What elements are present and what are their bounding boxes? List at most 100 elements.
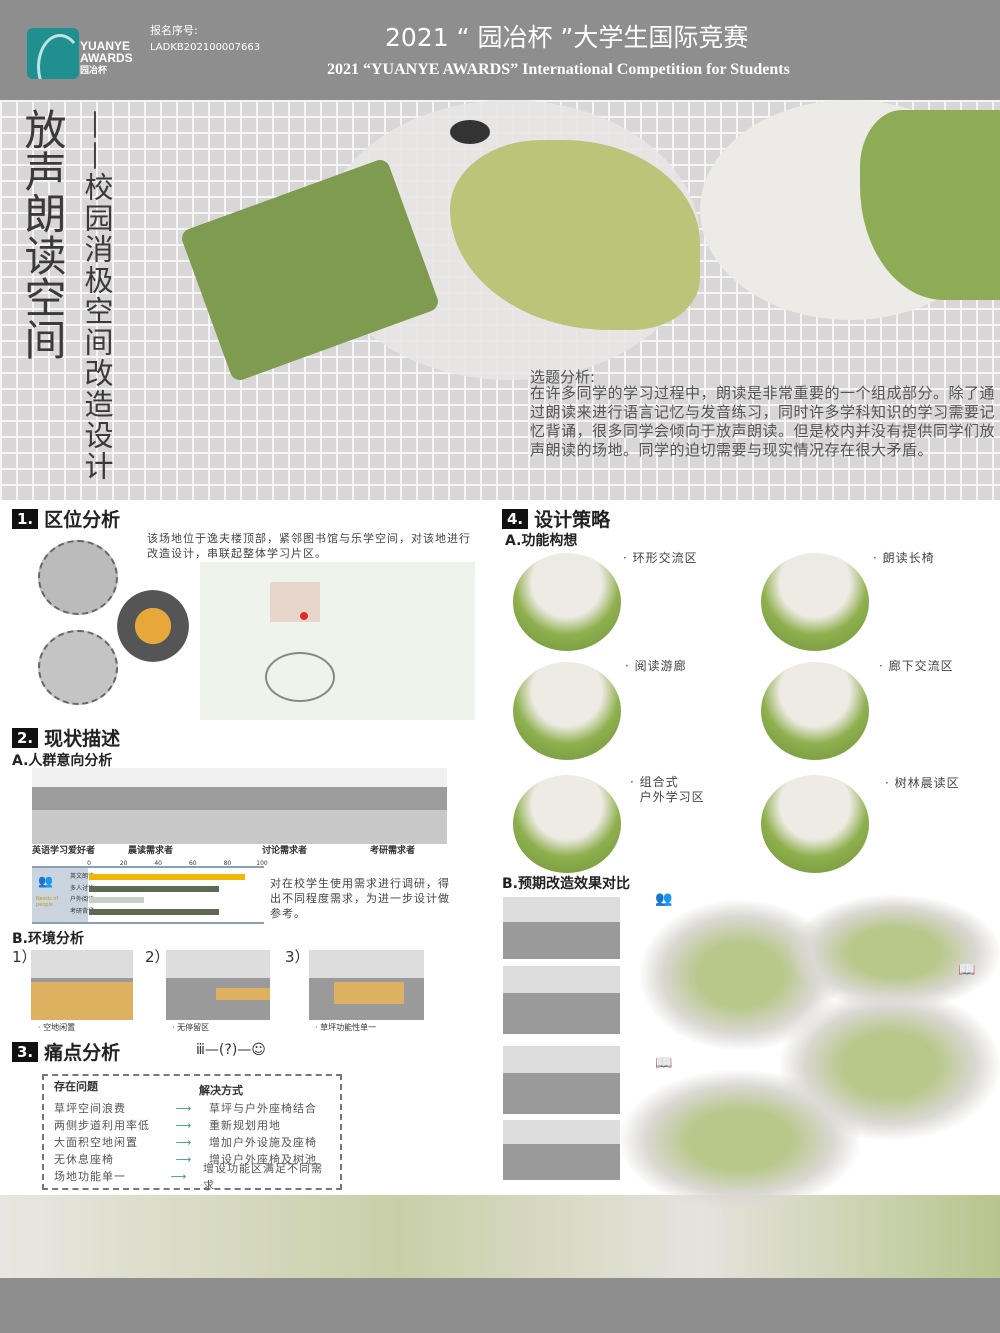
env-photo-2	[166, 950, 270, 1020]
x-tick-label: 20	[119, 860, 128, 867]
category-label: 英文朗读	[70, 873, 95, 880]
env-label: · 草坪功能性单一	[315, 1023, 377, 1032]
arrow-icon: ⟶	[170, 1170, 188, 1183]
function-concept-heading: A.功能构想	[505, 533, 578, 549]
chart-side-label: Needs of people	[36, 896, 59, 908]
section-3-heading: 3.痛点分析	[12, 1038, 120, 1065]
env-number: 2）	[145, 948, 170, 966]
function-label: · 环形交流区	[623, 551, 698, 565]
pain-point-row: 大面积空地闲置 ⟶ 增加户外设施及座椅	[54, 1134, 330, 1151]
x-tick-label: 80	[223, 860, 232, 867]
logo-text: AWARDS	[80, 51, 133, 65]
footer-band	[0, 1278, 1000, 1333]
function-render	[761, 553, 869, 651]
tree-pit	[450, 120, 490, 144]
arrow-icon: ⟶	[175, 1136, 193, 1149]
solutions-header: 解决方式	[199, 1084, 243, 1097]
yuanye-logo	[27, 28, 79, 79]
crowd-collage	[32, 768, 447, 844]
section-title: 设计策略	[534, 509, 611, 531]
chart-side-panel	[32, 868, 88, 922]
section-1-heading: 1.区位分析	[12, 505, 120, 532]
group-label: 考研需求者	[370, 846, 416, 856]
solution-text: 增设功能区满足不同需求	[203, 1161, 324, 1192]
x-tick-label: 0	[87, 860, 91, 867]
arrow-icon: ⟶	[175, 1102, 193, 1115]
function-label: · 阅读游廊	[625, 659, 687, 673]
title-en: 2021 “YUANYE AWARDS” International Compe…	[327, 61, 790, 78]
x-tick-label: 60	[188, 860, 197, 867]
site-outline	[265, 652, 335, 702]
bar-多人讨论	[89, 885, 219, 892]
title-cn: 2021 “ 园冶杯 ”大学生国际竞赛	[385, 23, 749, 52]
location-text: 该场地位于逸夫楼顶部，紧邻图书馆与乐学空间，对该地进行改造设计，串联起整体学习片…	[147, 532, 471, 560]
pain-point-row: 草坪空间浪费 ⟶ 草坪与户外座椅结合	[54, 1100, 330, 1117]
location-map	[200, 562, 475, 720]
site-plan-circle	[117, 590, 189, 662]
env-label: · 空地闲置	[38, 1023, 76, 1032]
function-render	[513, 662, 621, 760]
function-label: · 朗读长椅	[873, 551, 935, 565]
logo-text: 园冶杯	[80, 65, 108, 75]
function-render	[513, 553, 621, 651]
env-number: 1）	[12, 948, 37, 966]
bar-户外阅读	[89, 897, 145, 903]
analysis-text: 在许多同学的学习过程中，朗读是非常重要的一个组成部分。除了通过朗读来进行语言记忆…	[530, 384, 996, 459]
before-photo	[503, 1046, 620, 1114]
group-label: 讨论需求者	[262, 846, 308, 856]
section-number: 3.	[12, 1041, 39, 1062]
function-label: · 树林晨读区	[885, 776, 960, 790]
x-tick-label: 40	[154, 860, 163, 867]
category-label: 多人讨论	[70, 884, 95, 892]
function-render	[761, 775, 869, 873]
environment-analysis-heading: B.环境分析	[12, 931, 84, 947]
function-render	[761, 662, 869, 760]
env-number: 3）	[285, 948, 310, 966]
before-photo	[503, 1120, 620, 1180]
reading-person-icon: 📖	[958, 962, 976, 978]
arrow-icon: ⟶	[175, 1153, 193, 1166]
function-label: · 组合式 户外学习区	[630, 775, 705, 804]
problem-text: 大面积空地闲置	[54, 1136, 138, 1149]
study-person-icon: 📖	[655, 1055, 673, 1071]
project-subtitle: ——校园消极空间改造设计	[80, 110, 114, 482]
function-render	[513, 775, 621, 873]
category-label: 考研背诵	[70, 907, 95, 915]
bar-考研背诵	[89, 908, 219, 915]
section-number: 2.	[12, 727, 39, 748]
solution-text: 增设户外座椅及树池	[209, 1153, 317, 1166]
section-title: 现状描述	[44, 728, 121, 750]
thinking-bubble-icon: ⅲ—(?)—☺	[196, 1042, 266, 1058]
pain-point-row: 无休息座椅 ⟶ 增设户外座椅及树池	[54, 1151, 330, 1168]
library-block	[270, 582, 320, 622]
problem-text: 场地功能单一	[54, 1170, 126, 1183]
group-label: 英语学习爱好者	[32, 846, 96, 856]
section-number: 4.	[502, 508, 529, 529]
hero-rendering: 放声朗读空间 ——校园消极空间改造设计 选题分析: 在许多同学的学习过程中，朗读…	[0, 100, 1000, 500]
pain-point-table: 存在问题解决方式 草坪空间浪费⟶草坪与户外座椅结合两侧步道利用率低⟶重新规划用地…	[42, 1074, 342, 1192]
category-label: 户外阅读	[70, 896, 95, 903]
section-title: 区位分析	[44, 509, 121, 531]
function-label: · 廊下交流区	[879, 659, 954, 673]
effect-comparison-heading: B.预期改造效果对比	[502, 876, 630, 892]
section-title: 痛点分析	[44, 1042, 121, 1064]
campus-map-circle	[38, 540, 118, 615]
solution-text: 草坪与户外座椅结合	[209, 1102, 317, 1115]
after-render	[620, 1070, 860, 1210]
project-title: 放声朗读空间	[18, 108, 67, 360]
analysis-title: 选题分析:	[530, 368, 596, 386]
problem-text: 无休息座椅	[54, 1153, 114, 1166]
before-photo	[503, 966, 620, 1034]
people-icons: 👥	[655, 891, 673, 907]
header: YUANYE AWARDS 园冶杯 报名序号: LADKB20210000766…	[0, 0, 1000, 100]
arrow-icon: ⟶	[175, 1119, 193, 1132]
problem-text: 两侧步道利用率低	[54, 1119, 150, 1132]
registration-number: LADKB202100007663	[150, 42, 261, 53]
env-photo-3	[309, 950, 424, 1020]
section-2-heading: 2.现状描述	[12, 724, 120, 751]
solution-text: 增加户外设施及座椅	[209, 1136, 317, 1149]
problem-text: 草坪空间浪费	[54, 1102, 126, 1115]
city-map-circle	[38, 630, 118, 705]
group-label: 晨读需求者	[128, 846, 174, 856]
x-tick-label: 100	[256, 860, 268, 867]
